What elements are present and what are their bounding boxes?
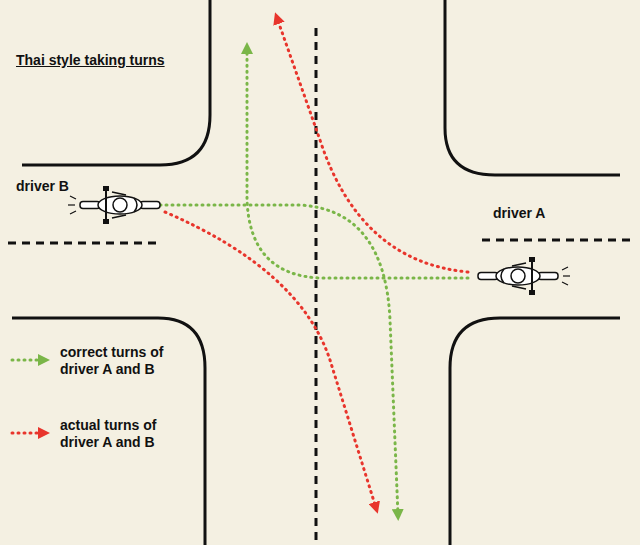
motorbike-a	[478, 257, 570, 295]
center-lines	[8, 28, 634, 545]
driver-label: driver B	[16, 178, 69, 195]
legend-samples	[12, 360, 44, 433]
turn-paths	[160, 18, 468, 515]
legend-text: correct turns of driver A and B	[60, 344, 188, 378]
motorbike-b	[68, 186, 160, 224]
driver-label: driver A	[493, 205, 545, 222]
road-curbs	[12, 0, 620, 545]
legend-text: actual turns of driver A and B	[60, 417, 188, 451]
diagram-title: Thai style taking turns	[16, 52, 165, 69]
